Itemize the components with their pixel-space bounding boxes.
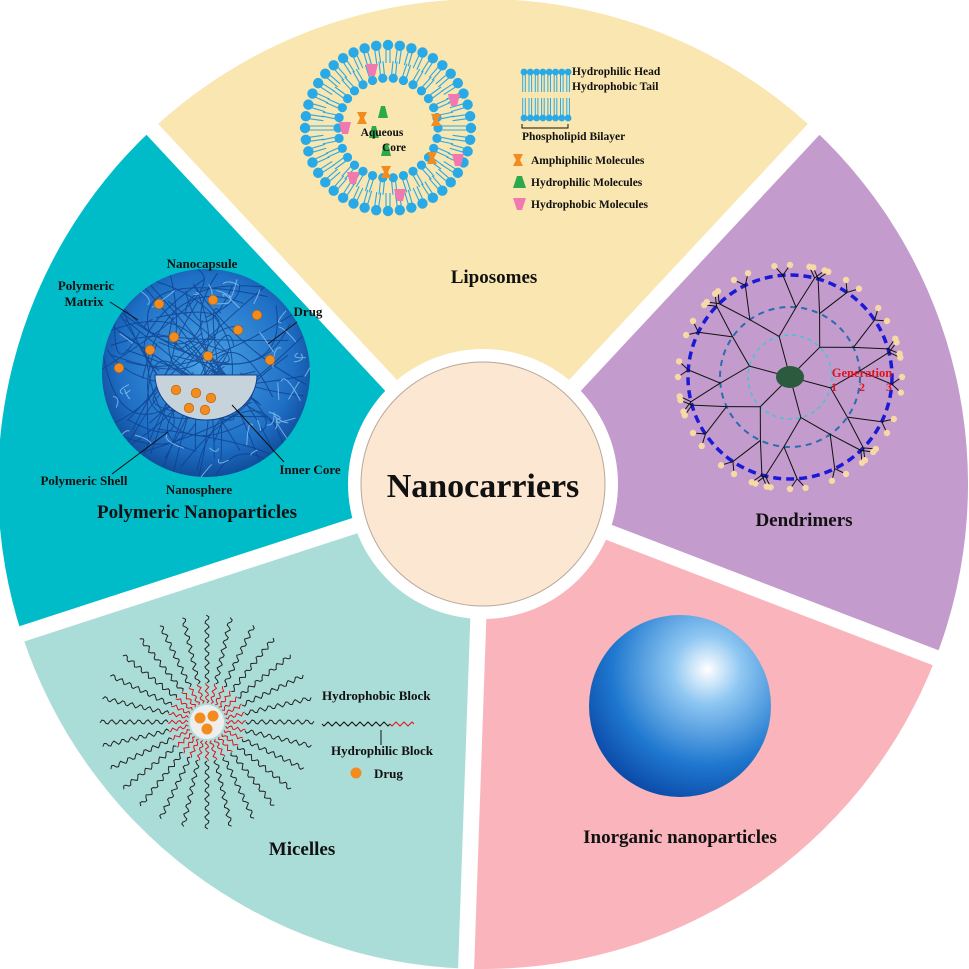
hydrophilic-head-label: Hydrophilic Head [572, 66, 661, 78]
hydrophobic-molecule-icon [513, 198, 526, 210]
inorganic-title: Inorganic nanoparticles [583, 827, 777, 848]
bilayer-bracket [521, 124, 569, 129]
micelles-segment [21, 524, 479, 969]
micelles-title: Micelles [269, 839, 335, 860]
generation-1-label: 1 [831, 380, 837, 394]
polymeric-shell-label: Polymeric Shell [40, 473, 127, 488]
liposome-illustration [299, 39, 477, 217]
liposomes-title: Liposomes [451, 267, 538, 288]
amphiphilic-label: Amphiphilic Molecules [531, 155, 645, 167]
dendrimers-segment [571, 129, 969, 658]
amphiphilic-molecule-icon [513, 154, 523, 166]
hydrophilic-molecule-icon [513, 176, 526, 188]
hydrophobic-label: Hydrophobic Molecules [531, 199, 649, 211]
hydrophobic-tail-label: Hydrophobic Tail [572, 81, 658, 93]
polymeric-matrix-label-1: Polymeric [58, 278, 115, 293]
generation-3-label: 3 [886, 380, 892, 394]
hydrophobic-block-label: Hydrophobic Block [322, 688, 431, 703]
phospholipid-bilayer-label: Phospholipid Bilayer [522, 131, 625, 143]
polymeric-nanoparticle-illustration [102, 269, 310, 477]
liposomes-segment [152, 0, 814, 389]
nanocapsule-label: Nanocapsule [167, 256, 238, 271]
center-title: Nanocarriers [387, 468, 580, 505]
polymeric-matrix-label-2: Matrix [65, 294, 104, 309]
hydrophilic-label: Hydrophilic Molecules [531, 177, 643, 189]
generation-label: Generation [832, 366, 892, 380]
aqueous-core-label-1: Aqueous [361, 127, 404, 139]
inner-core-label: Inner Core [279, 462, 340, 477]
bilayer-legend-icon [520, 68, 572, 122]
drug-label: Drug [294, 304, 323, 319]
hydrophilic-block-label: Hydrophilic Block [331, 743, 434, 758]
drug-legend-dot [350, 767, 362, 779]
dendrimers-title: Dendrimers [755, 510, 852, 531]
micelle-illustration [99, 614, 315, 830]
center-circle [360, 361, 606, 607]
aqueous-core-label-2: Core [382, 142, 406, 154]
polymeric-title: Polymeric Nanoparticles [97, 502, 297, 523]
nanosphere-label: Nanosphere [166, 482, 232, 497]
hydrophobic-chain-icon [389, 721, 415, 727]
amphiphilic-chain-icon [321, 721, 391, 727]
inorganic-sphere [589, 615, 771, 797]
dendrimer-illustration [674, 261, 906, 493]
drug-legend-label: Drug [374, 766, 403, 781]
generation-2-label: 2 [859, 380, 865, 394]
